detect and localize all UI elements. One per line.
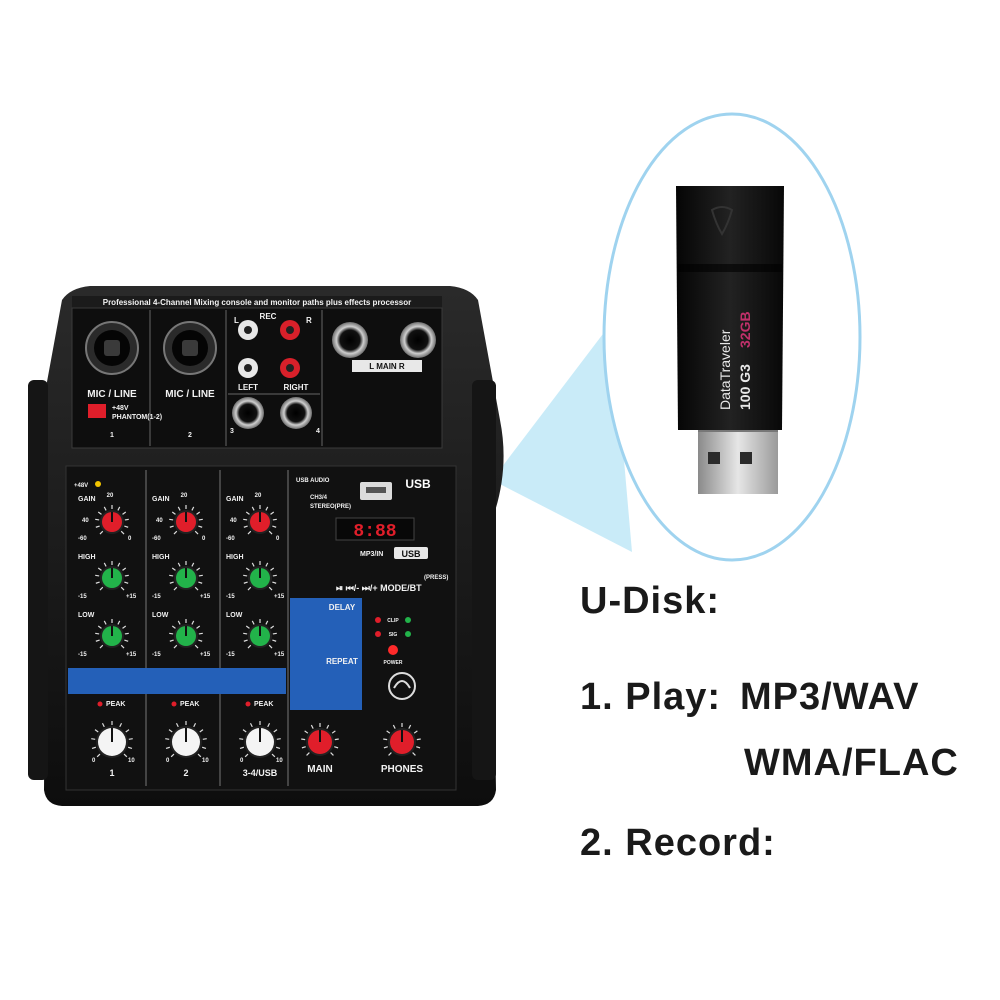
sig-label: SIG: [389, 632, 398, 638]
gain-scale-bottom-right: 0: [202, 536, 206, 542]
mic-line-2-label: MIC / LINE: [165, 389, 215, 400]
stereo-pre-label: STEREO(PRE): [310, 504, 351, 510]
gain-scale-top: 20: [255, 493, 262, 499]
high-scale-right: +15: [200, 594, 211, 600]
low-scale-left: -15: [226, 652, 235, 658]
gain-scale-left: 40: [156, 518, 163, 524]
rca-left-label: LEFT: [238, 383, 258, 392]
gain-label: GAIN: [226, 496, 244, 503]
volume-scale-max: 10: [128, 758, 135, 764]
input-number-2: 2: [188, 432, 192, 439]
zoom-beam: [492, 322, 632, 552]
main-lr-label: L MAIN R: [369, 362, 405, 371]
gain-scale-bottom-left: -60: [78, 536, 87, 542]
gain-scale-bottom-left: -60: [152, 536, 161, 542]
plus48-indicator-label: +48V: [74, 483, 88, 489]
usb-audio-label: USB AUDIO: [296, 478, 330, 484]
signal-leds: CLIP SIG POWER: [375, 617, 411, 666]
peak-label: PEAK: [180, 701, 199, 708]
gain-label: GAIN: [152, 496, 170, 503]
high-scale-right: +15: [274, 594, 285, 600]
peak-label: PEAK: [106, 701, 125, 708]
drive-brand-text: DataTraveler: [717, 329, 733, 410]
low-label: LOW: [226, 612, 243, 619]
record-label: 2. Record:: [580, 822, 776, 864]
usb-tag: USB: [401, 549, 421, 559]
gain-scale-bottom-left: -60: [226, 536, 235, 542]
high-label: HIGH: [152, 554, 170, 561]
input-number-3: 3: [230, 428, 234, 435]
gain-scale-top: 20: [181, 493, 188, 499]
led-display: 8:88: [353, 522, 396, 542]
high-scale-left: -15: [78, 594, 87, 600]
volume-scale-min: 0: [240, 758, 244, 764]
phones-label: PHONES: [381, 764, 424, 775]
ch34-label: CH3/4: [310, 495, 328, 501]
gain-scale-top: 20: [107, 493, 114, 499]
rec-label: REC: [260, 312, 277, 321]
channel-number-label: 2: [183, 768, 188, 778]
channel-number-label: 1: [109, 768, 114, 778]
repeat-label: REPEAT: [326, 657, 358, 666]
mp3-in-label: MP3/IN: [360, 551, 383, 558]
mic-line-1-label: MIC / LINE: [87, 389, 137, 400]
gain-scale-left: 40: [230, 518, 237, 524]
u-disk-title: U-Disk:: [580, 580, 721, 622]
power-label: POWER: [384, 660, 403, 666]
input-number-4: 4: [316, 428, 320, 435]
low-scale-left: -15: [78, 652, 87, 658]
headphones-icon: [393, 680, 411, 689]
phantom-label-2: PHANTOM(1-2): [112, 414, 162, 421]
audio-mixer: Professional 4-Channel Mixing console an…: [28, 286, 504, 806]
high-label: HIGH: [226, 554, 244, 561]
phantom-switch: [88, 404, 106, 418]
low-label: LOW: [78, 612, 95, 619]
gain-scale-bottom-right: 0: [276, 536, 280, 542]
high-label: HIGH: [78, 554, 96, 561]
rca-l-label: L: [234, 316, 239, 325]
clip-label: CLIP: [387, 618, 399, 624]
volume-scale-min: 0: [166, 758, 170, 764]
low-label: LOW: [152, 612, 169, 619]
gain-scale-left: 40: [82, 518, 89, 524]
gain-scale-bottom-right: 0: [128, 536, 132, 542]
drive-model-text: 100 G3: [737, 364, 753, 410]
play-label: 1. Play:: [580, 676, 722, 718]
volume-scale-max: 10: [202, 758, 209, 764]
kingston-logo-icon: [710, 206, 734, 236]
main-label: MAIN: [307, 764, 333, 775]
input-number-1: 1: [110, 432, 114, 439]
mixer-header-text: Professional 4-Channel Mixing console an…: [103, 298, 412, 307]
volume-scale-min: 0: [92, 758, 96, 764]
channel-number-label: 3-4/USB: [243, 768, 278, 778]
usb-flash-drive: DataTraveler 100 G3 32GB: [676, 186, 784, 494]
low-scale-left: -15: [152, 652, 161, 658]
play-formats-1: MP3/WAV: [740, 676, 920, 718]
gain-label: GAIN: [78, 496, 96, 503]
low-scale-right: +15: [200, 652, 211, 658]
phantom-label-1: +48V: [112, 405, 129, 412]
high-scale-right: +15: [126, 594, 137, 600]
low-scale-right: +15: [126, 652, 137, 658]
low-scale-right: +15: [274, 652, 285, 658]
rca-right-label: RIGHT: [284, 383, 309, 392]
play-formats-2: WMA/FLAC: [744, 742, 959, 784]
rca-r-label: R: [306, 316, 312, 325]
press-label: (PRESS): [424, 575, 448, 581]
usb-port-label: USB: [405, 477, 431, 491]
volume-scale-max: 10: [276, 758, 283, 764]
delay-label: DELAY: [329, 603, 356, 612]
transport-controls: ⏯ ⏮/- ⏭/+ MODE/BT: [336, 583, 422, 593]
high-scale-left: -15: [226, 594, 235, 600]
peak-label: PEAK: [254, 701, 273, 708]
drive-capacity-text: 32GB: [737, 311, 753, 348]
high-scale-left: -15: [152, 594, 161, 600]
